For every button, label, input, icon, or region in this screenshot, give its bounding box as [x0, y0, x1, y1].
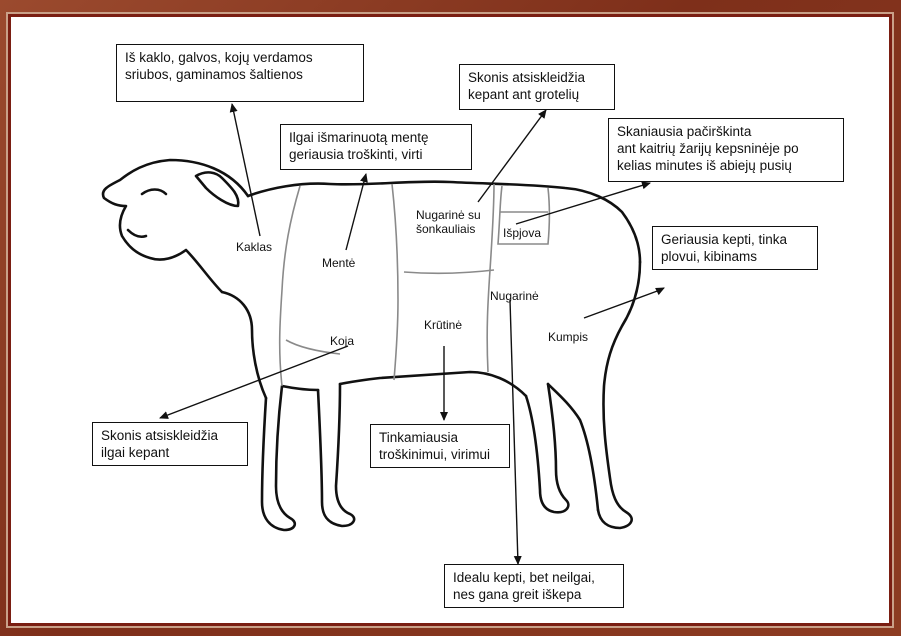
- note-koja: Skonis atsiskleidžia ilgai kepant: [92, 422, 248, 466]
- arrow-kumpis-line: [584, 290, 660, 318]
- front-leg-near: [318, 384, 354, 526]
- front-leg-far: [262, 386, 318, 530]
- arrow-nugarine: [510, 300, 518, 564]
- note-ispjova: Skaniausia pačirškinta ant kaitrių žarij…: [608, 118, 844, 182]
- part-label-kaklas: Kaklas: [236, 240, 272, 254]
- sheep-outline: [103, 160, 640, 530]
- cut-loin-vertical: [487, 184, 494, 372]
- part-label-kumpis: Kumpis: [548, 330, 588, 344]
- note-kaklas: Iš kaklo, galvos, kojų verdamos sriubos,…: [116, 44, 364, 102]
- mouth-outline: [128, 230, 146, 237]
- cut-shoulder-back: [392, 184, 398, 380]
- arrow-kumpis: [660, 288, 664, 290]
- part-label-koja: Koja: [330, 334, 354, 348]
- cut-lines: [280, 184, 550, 386]
- cut-neck-shoulder: [280, 186, 300, 386]
- part-label-nugarine-su-sonkauliais: Nugarinė su šonkauliais: [416, 208, 481, 236]
- eye-outline: [142, 190, 166, 195]
- arrow-groteles: [478, 110, 546, 202]
- chest-outline: [222, 292, 266, 398]
- arrows: [160, 104, 664, 564]
- note-krutine: Tinkamiausia troškinimui, virimui: [370, 424, 510, 468]
- belly-outline: [340, 372, 526, 396]
- hind-leg-2: [526, 384, 568, 512]
- arrow-ispjova: [516, 183, 650, 224]
- note-nugarine: Idealu kepti, bet neilgai, nes gana grei…: [444, 564, 624, 608]
- note-mente: Ilgai išmarinuotą mentę geriausia troški…: [280, 124, 472, 170]
- part-label-mente: Mentė: [322, 256, 355, 270]
- part-label-krutine: Krūtinė: [424, 318, 462, 332]
- part-label-nugarine: Nugarinė: [490, 289, 539, 303]
- cut-loin-horizontal: [404, 270, 494, 273]
- note-kumpis: Geriausia kepti, tinka plovui, kibinams: [652, 226, 818, 270]
- hind-leg-rear: [598, 262, 640, 528]
- head-outline: [103, 160, 248, 292]
- arrow-kaklas: [232, 104, 260, 236]
- note-groteles: Skonis atsiskleidžia kepant ant grotelių: [459, 64, 615, 110]
- part-label-ispjova: Išpjova: [503, 226, 541, 240]
